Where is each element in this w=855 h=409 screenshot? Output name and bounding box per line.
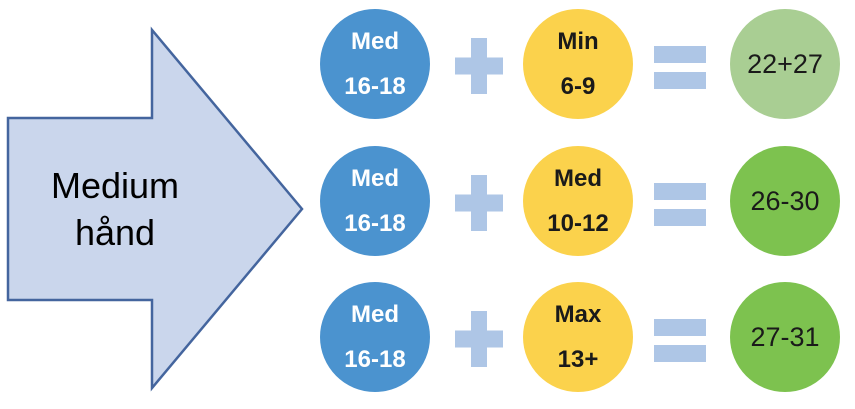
result-circle: 26-30	[730, 146, 840, 256]
hand-circle: Med 16-18	[320, 9, 430, 119]
hand-circle: Med 16-18	[320, 146, 430, 256]
arrow-label-line2: hånd	[74, 212, 156, 253]
right-arrow-shape	[6, 26, 304, 392]
bet-circle: Min 6-9	[523, 9, 633, 119]
bet-circle: Max 13+	[523, 282, 633, 392]
equation-row-3: Med 16-18 Max 13+ 27-31	[0, 282, 855, 392]
result-range: 22+27	[747, 48, 823, 79]
plus-icon	[455, 38, 503, 94]
hand-range: 16-18	[344, 346, 406, 373]
result-range: 26-30	[750, 185, 820, 216]
equals-icon	[654, 319, 706, 362]
plus-icon	[455, 311, 503, 367]
arrow-label: Medium hånd	[8, 162, 222, 256]
bet-range: 10-12	[547, 210, 609, 237]
hand-label: Med	[351, 165, 399, 192]
bet-range: 6-9	[560, 73, 596, 100]
bet-label: Max	[554, 301, 602, 328]
hand-range: 16-18	[344, 73, 406, 100]
result-range: 27-31	[750, 321, 820, 352]
equals-icon	[654, 183, 706, 226]
result-circle: 27-31	[730, 282, 840, 392]
bet-circle: Med 10-12	[523, 146, 633, 256]
plus-icon	[455, 175, 503, 231]
hand-range: 16-18	[344, 210, 406, 237]
equation-row-2: Med 16-18 Med 10-12 26-30	[0, 146, 855, 256]
right-arrow	[6, 26, 304, 392]
bet-label: Min	[557, 28, 599, 55]
bet-label: Med	[554, 165, 602, 192]
arrow-label-line1: Medium	[50, 165, 180, 206]
hand-circle: Med 16-18	[320, 282, 430, 392]
hand-label: Med	[351, 28, 399, 55]
equals-icon	[654, 46, 706, 89]
equation-row-1: Med 16-18 Min 6-9 22+27	[0, 9, 855, 119]
bet-range: 13+	[557, 346, 599, 373]
result-circle: 22+27	[730, 9, 840, 119]
hand-label: Med	[351, 301, 399, 328]
